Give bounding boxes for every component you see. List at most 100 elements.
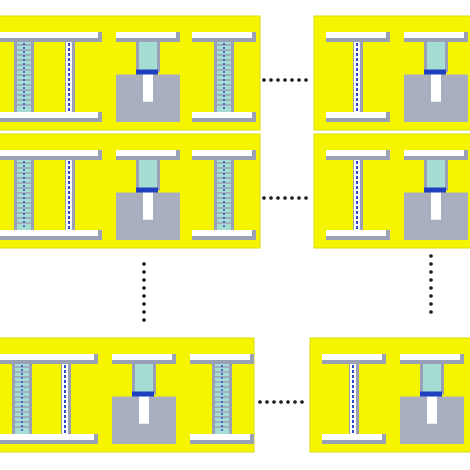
bottom-flange	[192, 230, 252, 236]
gate-slot	[431, 74, 441, 102]
bottom-flange	[0, 230, 52, 236]
dot	[429, 278, 433, 282]
gate-slot	[431, 192, 441, 220]
gate-slot	[139, 396, 149, 424]
dot	[142, 278, 146, 282]
web-face	[354, 42, 360, 112]
dot	[142, 262, 146, 266]
dot	[429, 286, 433, 290]
straight-channel-icon	[38, 32, 102, 122]
coil-channel-icon	[190, 354, 254, 444]
gate-slot	[143, 192, 153, 220]
dot	[262, 196, 266, 200]
dot	[142, 270, 146, 274]
gate-bar	[420, 391, 442, 397]
dot	[429, 270, 433, 274]
dot	[269, 78, 273, 82]
bottom-flange	[192, 112, 252, 118]
dot	[286, 400, 290, 404]
top-flange	[192, 32, 252, 38]
gated-channel-icon	[116, 150, 180, 240]
top-flange	[322, 354, 382, 360]
gate-upper-fill	[427, 160, 445, 191]
straight-channel-icon	[322, 354, 386, 444]
gate-bar	[424, 187, 446, 193]
web-face	[66, 42, 72, 112]
straight-channel-icon	[38, 150, 102, 240]
horizontal-ellipsis-row-2	[262, 196, 308, 200]
top-flange	[400, 354, 460, 360]
gate-upper-fill	[139, 160, 157, 191]
bottom-flange	[0, 112, 52, 118]
dot	[279, 400, 283, 404]
gate-bar	[132, 391, 154, 397]
dot	[265, 400, 269, 404]
gate-upper-fill	[139, 42, 157, 73]
gate-bar	[136, 187, 158, 193]
coil-channel-icon	[192, 150, 256, 240]
bottom-flange	[326, 230, 386, 236]
dot	[429, 310, 433, 314]
top-flange	[0, 32, 52, 38]
top-flange	[38, 32, 98, 38]
right-panel	[309, 337, 470, 453]
dot	[429, 254, 433, 258]
right-panel	[313, 133, 470, 249]
panel-row-3	[0, 337, 470, 453]
bottom-flange	[326, 112, 386, 118]
dot	[290, 78, 294, 82]
dot	[290, 196, 294, 200]
dot	[429, 262, 433, 266]
bottom-flange	[34, 434, 94, 440]
dot	[293, 400, 297, 404]
bottom-flange	[190, 434, 250, 440]
dot	[142, 294, 146, 298]
bottom-flange	[38, 230, 98, 236]
coil-channel-icon	[0, 32, 56, 122]
gate-upper-fill	[427, 42, 445, 73]
straight-channel-icon	[34, 354, 98, 444]
gate-upper-fill	[135, 364, 153, 395]
gated-channel-icon	[116, 32, 180, 122]
gate-slot	[427, 396, 437, 424]
panel-row-2	[0, 133, 470, 249]
dot	[304, 78, 308, 82]
dot	[142, 286, 146, 290]
coil-channel-icon	[0, 150, 56, 240]
gated-channel-icon	[404, 32, 468, 122]
right-panel	[313, 15, 470, 131]
straight-channel-icon	[326, 32, 390, 122]
dot	[272, 400, 276, 404]
dot	[269, 196, 273, 200]
left-panel	[0, 133, 261, 249]
top-flange	[38, 150, 98, 156]
dot	[142, 302, 146, 306]
horizontal-ellipsis-row-3	[258, 400, 304, 404]
web-face	[66, 160, 72, 230]
bottom-flange	[38, 112, 98, 118]
top-flange	[404, 150, 464, 156]
top-flange	[326, 32, 386, 38]
dot	[283, 196, 287, 200]
web-face	[354, 160, 360, 230]
top-flange	[116, 32, 176, 38]
dot	[429, 294, 433, 298]
top-flange	[404, 32, 464, 38]
top-flange	[326, 150, 386, 156]
coil-channel-icon	[0, 354, 54, 444]
dot	[142, 310, 146, 314]
coil-channel-icon	[192, 32, 256, 122]
top-flange	[190, 354, 250, 360]
left-panel	[0, 337, 255, 453]
gate-bar	[136, 69, 158, 75]
top-flange	[116, 150, 176, 156]
bottom-flange	[0, 434, 50, 440]
dot	[297, 78, 301, 82]
vertical-ellipsis-right	[429, 254, 433, 314]
top-flange	[0, 354, 50, 360]
gate-upper-fill	[423, 364, 441, 395]
top-flange	[192, 150, 252, 156]
dot	[142, 318, 146, 322]
top-flange	[112, 354, 172, 360]
